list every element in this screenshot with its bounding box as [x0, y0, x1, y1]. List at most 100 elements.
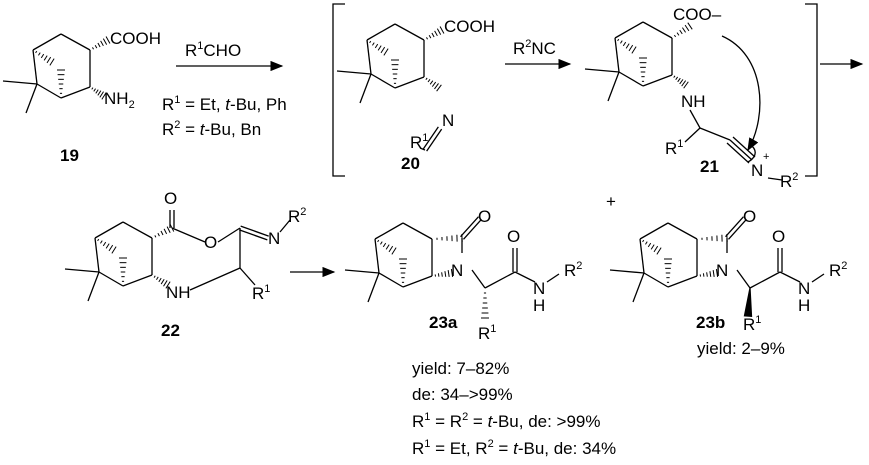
c23b-amide-n: N: [798, 279, 811, 298]
c23a-n-hash: [444, 271, 447, 277]
c19-nh2: NH2: [104, 89, 135, 111]
c19-nh2-hash: [95, 89, 99, 94]
c23a-n: N: [451, 261, 464, 280]
c22-ring-bond: [94, 221, 124, 239]
c23b-ring-bond: [639, 238, 645, 274]
half-arrow: [747, 145, 756, 163]
c23a-n-hash: [450, 268, 454, 278]
c22-bridge-hash: [102, 241, 107, 247]
c20-ring-bond: [370, 73, 396, 89]
c23b-label: 23b: [696, 313, 726, 332]
c21-ch-bond: [689, 109, 701, 129]
c20-n: N: [442, 111, 455, 130]
c23a-ring-bond: [374, 238, 380, 274]
c23b-amide-h: H: [798, 296, 811, 315]
c21-coo-hash: [684, 24, 690, 32]
c22-bridge-hash: [105, 243, 110, 249]
c21-nh: NH: [681, 92, 706, 111]
c22-ester-bond: [171, 227, 206, 243]
result-23a-de-tbu: R1 = R2 = t-Bu, de: >99%: [412, 411, 601, 431]
c21-r2: R2: [780, 171, 799, 191]
c22-carbonyl-o: O: [164, 189, 178, 208]
c22-nh: NH: [166, 283, 191, 302]
c22-ring-bond: [189, 267, 241, 291]
c22-imine: [239, 229, 268, 241]
c22-imine: [240, 225, 269, 237]
c22-hash: [157, 232, 160, 237]
c19-ring-bond: [32, 49, 38, 85]
c20-ring-bond: [366, 39, 372, 75]
c19-methyl: [2, 80, 38, 85]
c20-cooh: COOH: [444, 17, 495, 36]
c19-cooh-hash: [97, 42, 101, 48]
c19-ring-bond: [60, 33, 91, 51]
c23b-n-hash: [709, 271, 712, 277]
c23a-amide-n-bond: [514, 271, 536, 283]
c23a-amide-o: O: [507, 227, 521, 246]
c20-methyl: [359, 73, 372, 104]
plus-sign: +: [606, 192, 616, 211]
c20-ring-bond: [394, 76, 425, 89]
c23b-amide-n-bond: [779, 271, 801, 283]
c23a-n-hash: [441, 272, 443, 277]
c20-bridge-hash: [380, 46, 386, 54]
c22-methyl: [87, 271, 100, 302]
c20-bridge-hash: [374, 43, 379, 49]
bracket-left: [332, 3, 345, 177]
c21-nh-hash: [681, 80, 687, 87]
result-23a-de-et: R1 = Et, R2 = t-Bu, de: 34%: [412, 438, 617, 458]
c20-cooh-hash: [431, 32, 435, 38]
c20-ring-bond: [366, 23, 396, 41]
c19-cooh-hash: [100, 40, 104, 47]
c19-bridge-hash: [43, 55, 48, 61]
c20-cooh-hash: [436, 28, 442, 35]
c20-n-hash: [429, 80, 434, 85]
step1-condition-r1: R1 = Et, t-Bu, Ph: [162, 94, 287, 114]
c23b-n-hash: [715, 268, 719, 278]
c22-hash: [156, 276, 159, 281]
c19-label: 19: [60, 146, 79, 165]
c23a-ring-bond: [402, 222, 433, 240]
c23a-r2: R2: [564, 260, 583, 280]
c23b-ring-bond: [667, 222, 698, 240]
c21-coo-hash: [679, 29, 683, 35]
c23a-bridge-hash: [377, 239, 380, 243]
c23b-amide-o: O: [772, 227, 786, 246]
c23b-methyl: [609, 269, 645, 274]
c22-bridge-hash: [97, 238, 100, 242]
c22-hash: [154, 235, 157, 238]
c22-hash: [163, 280, 168, 287]
c19-nh2-hash: [101, 92, 107, 100]
c23a-amide-bond: [484, 271, 516, 289]
c21-n-plus: +: [763, 151, 770, 163]
c22-methyl: [64, 268, 100, 273]
c23a-ring-bond: [378, 272, 404, 288]
c19-nh2-hash: [99, 91, 104, 98]
c23b-bridge-hash: [650, 244, 655, 250]
c21-ring-bond: [642, 74, 673, 87]
c23a-label: 23a: [429, 313, 458, 332]
c20-n-hash: [425, 77, 428, 81]
c22-hash: [166, 226, 171, 233]
c23a-n-ch-bond: [471, 269, 486, 289]
c22-hash: [153, 275, 156, 278]
c21-coo-hash: [682, 27, 686, 33]
c23b-ring-bond: [643, 272, 669, 288]
c21-n: N: [751, 161, 764, 180]
c19-cooh: COOH: [110, 29, 161, 48]
c22-r1: R1: [252, 283, 271, 303]
c23b-n-hash: [706, 272, 708, 277]
result-23a-yield: yield: 7–82%: [412, 359, 510, 378]
c20-bridge-hash: [377, 45, 382, 51]
c21-bridge-hash: [620, 40, 623, 44]
c21-nitrile-bond: [732, 136, 756, 158]
c20-bridge-hash: [383, 48, 389, 56]
c22-ring-o: O: [204, 233, 218, 252]
c20-bridge-hash: [372, 42, 375, 46]
c22-hash: [160, 278, 165, 285]
c22-label: 22: [161, 321, 180, 340]
c21-coo-hash: [676, 32, 680, 36]
c21-nitrile-bond: [726, 142, 750, 164]
c23a-bridge-hash: [380, 241, 383, 245]
